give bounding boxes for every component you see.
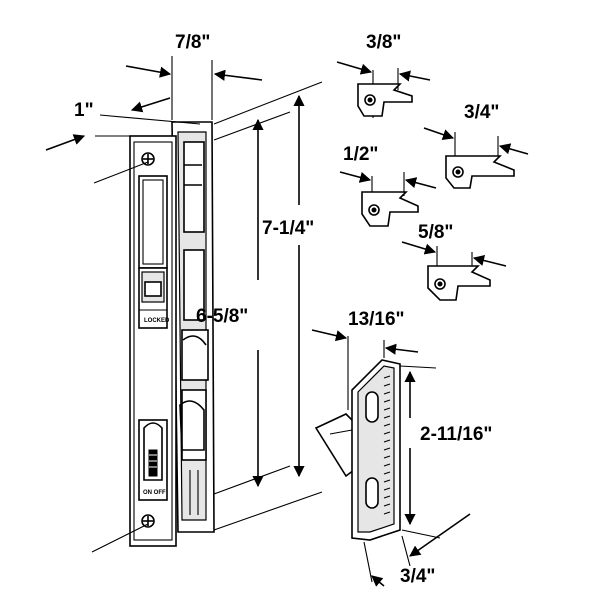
lock-width-label: 7/8"	[175, 32, 210, 53]
hook-5-8-label: 5/8"	[418, 222, 453, 243]
hook-3-4: 3/4"	[423, 102, 529, 189]
dimension-keeper-width: 3/4"	[363, 513, 471, 587]
hook-5-8: 5/8"	[401, 222, 507, 301]
dimension-keeper-depth: 13/16"	[311, 309, 419, 410]
keeper-depth-label: 13/16"	[348, 309, 405, 330]
dimension-keeper-height: 2-11/16"	[399, 365, 492, 539]
keeper-serrations	[383, 375, 391, 515]
thumb-slot-ticks	[149, 454, 157, 468]
lock-faceplate: LOCKED ON OFF	[129, 135, 177, 547]
hook-3-8: 3/8"	[336, 32, 431, 118]
dimension-hole-spacing: 6-5/8"	[196, 111, 291, 495]
dimension-lock-width: 7/8"	[125, 32, 263, 120]
overall-height-label: 7-1/4"	[262, 218, 314, 239]
lock-side-body	[171, 121, 215, 533]
bottom-screw-icon	[141, 514, 155, 528]
locked-label: LOCKED	[144, 318, 170, 324]
hook-3-8-label: 3/8"	[366, 32, 401, 53]
dimension-lock-depth: 1"	[45, 97, 201, 151]
hole-spacing-label: 6-5/8"	[196, 306, 248, 327]
keeper	[314, 359, 401, 541]
hook-3-4-label: 3/4"	[464, 102, 499, 123]
dimension-overall-height: 7-1/4"	[213, 81, 323, 531]
keeper-height-label: 2-11/16"	[420, 424, 492, 445]
leader-bottom-screw	[91, 523, 149, 553]
keeper-width-label: 3/4"	[400, 566, 435, 587]
lock-depth-label: 1"	[74, 100, 94, 121]
hook-1-2-label: 1/2"	[343, 144, 378, 165]
leader-top-screw	[93, 161, 149, 184]
lock-assembly: LOCKED ON OFF	[129, 121, 215, 547]
hook-1-2: 1/2"	[339, 144, 437, 227]
on-off-label: ON OFF	[143, 490, 166, 496]
